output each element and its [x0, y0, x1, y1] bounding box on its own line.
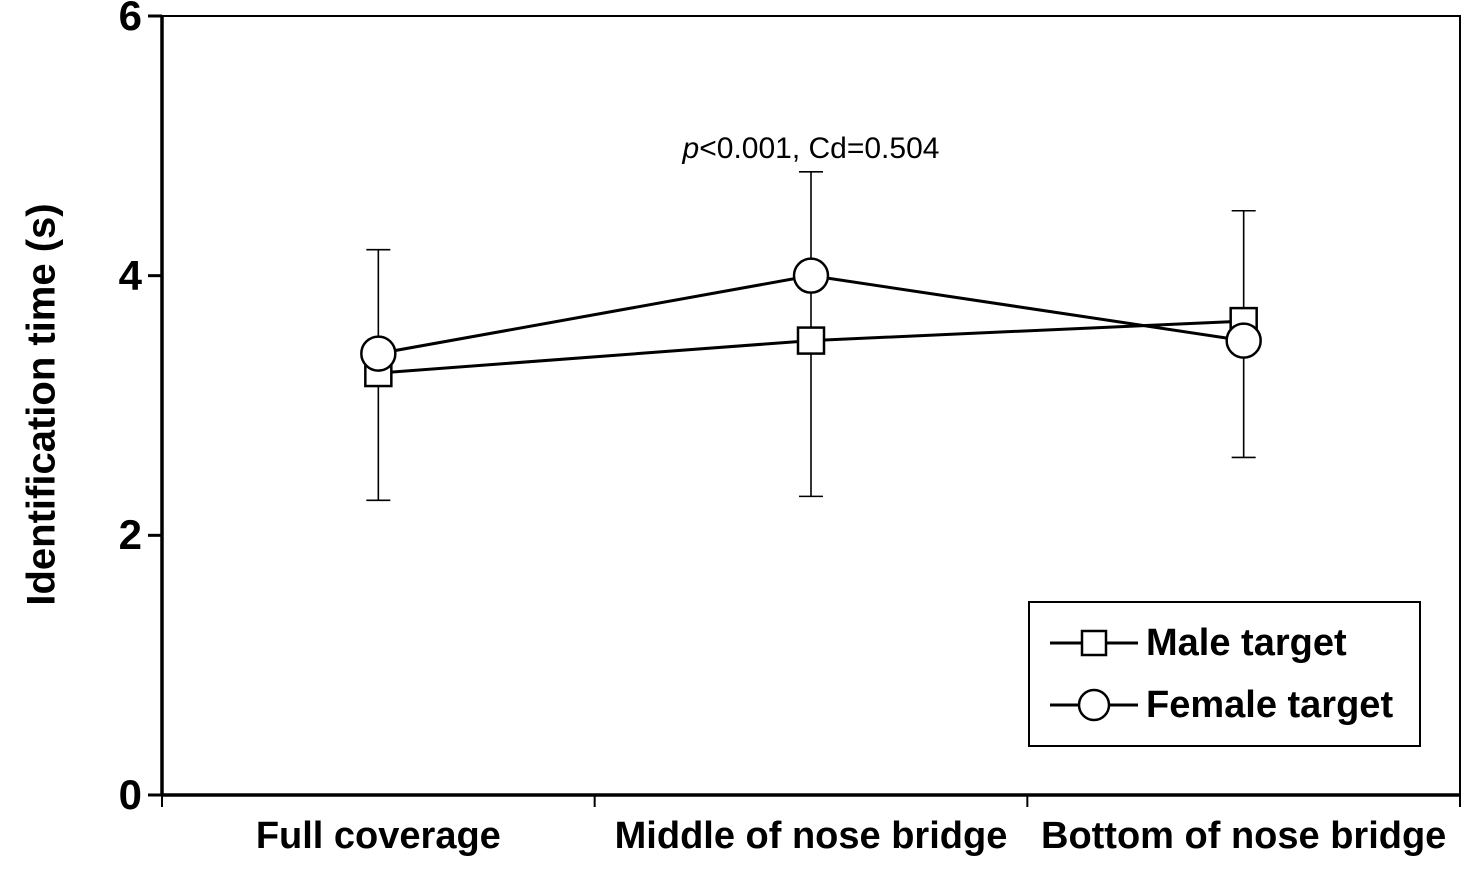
- y-tick-label: 0: [118, 771, 142, 818]
- y-axis-title: Identification time (s): [19, 203, 64, 606]
- data-point-circle: [792, 257, 830, 294]
- x-category-label: Full coverage: [255, 815, 501, 857]
- legend-entry-female: Female target: [1048, 679, 1419, 731]
- square-marker-icon: [1050, 629, 1138, 657]
- legend-label-female: Female target: [1146, 683, 1394, 726]
- annotation-p-symbol: p: [682, 132, 700, 165]
- y-tick-label: 2: [118, 511, 142, 559]
- data-point-square: [796, 326, 826, 355]
- data-point-circle: [360, 335, 397, 372]
- x-category-label: Middle of nose bridge: [614, 815, 1008, 857]
- y-tick-label: 4: [118, 251, 142, 299]
- y-tick-label: 6: [118, 0, 142, 39]
- legend: Male target Female target: [1028, 601, 1421, 747]
- legend-label-male: Male target: [1146, 621, 1347, 664]
- significance-annotation: p<0.001, Cd=0.504: [591, 132, 1031, 166]
- legend-entry-male: Male target: [1048, 617, 1419, 669]
- x-category-label: Bottom of nose bridge: [1041, 815, 1447, 857]
- annotation-stats-text: <0.001, Cd=0.504: [699, 132, 940, 165]
- data-point-circle: [1225, 322, 1262, 359]
- circle-marker-icon: [1050, 688, 1138, 722]
